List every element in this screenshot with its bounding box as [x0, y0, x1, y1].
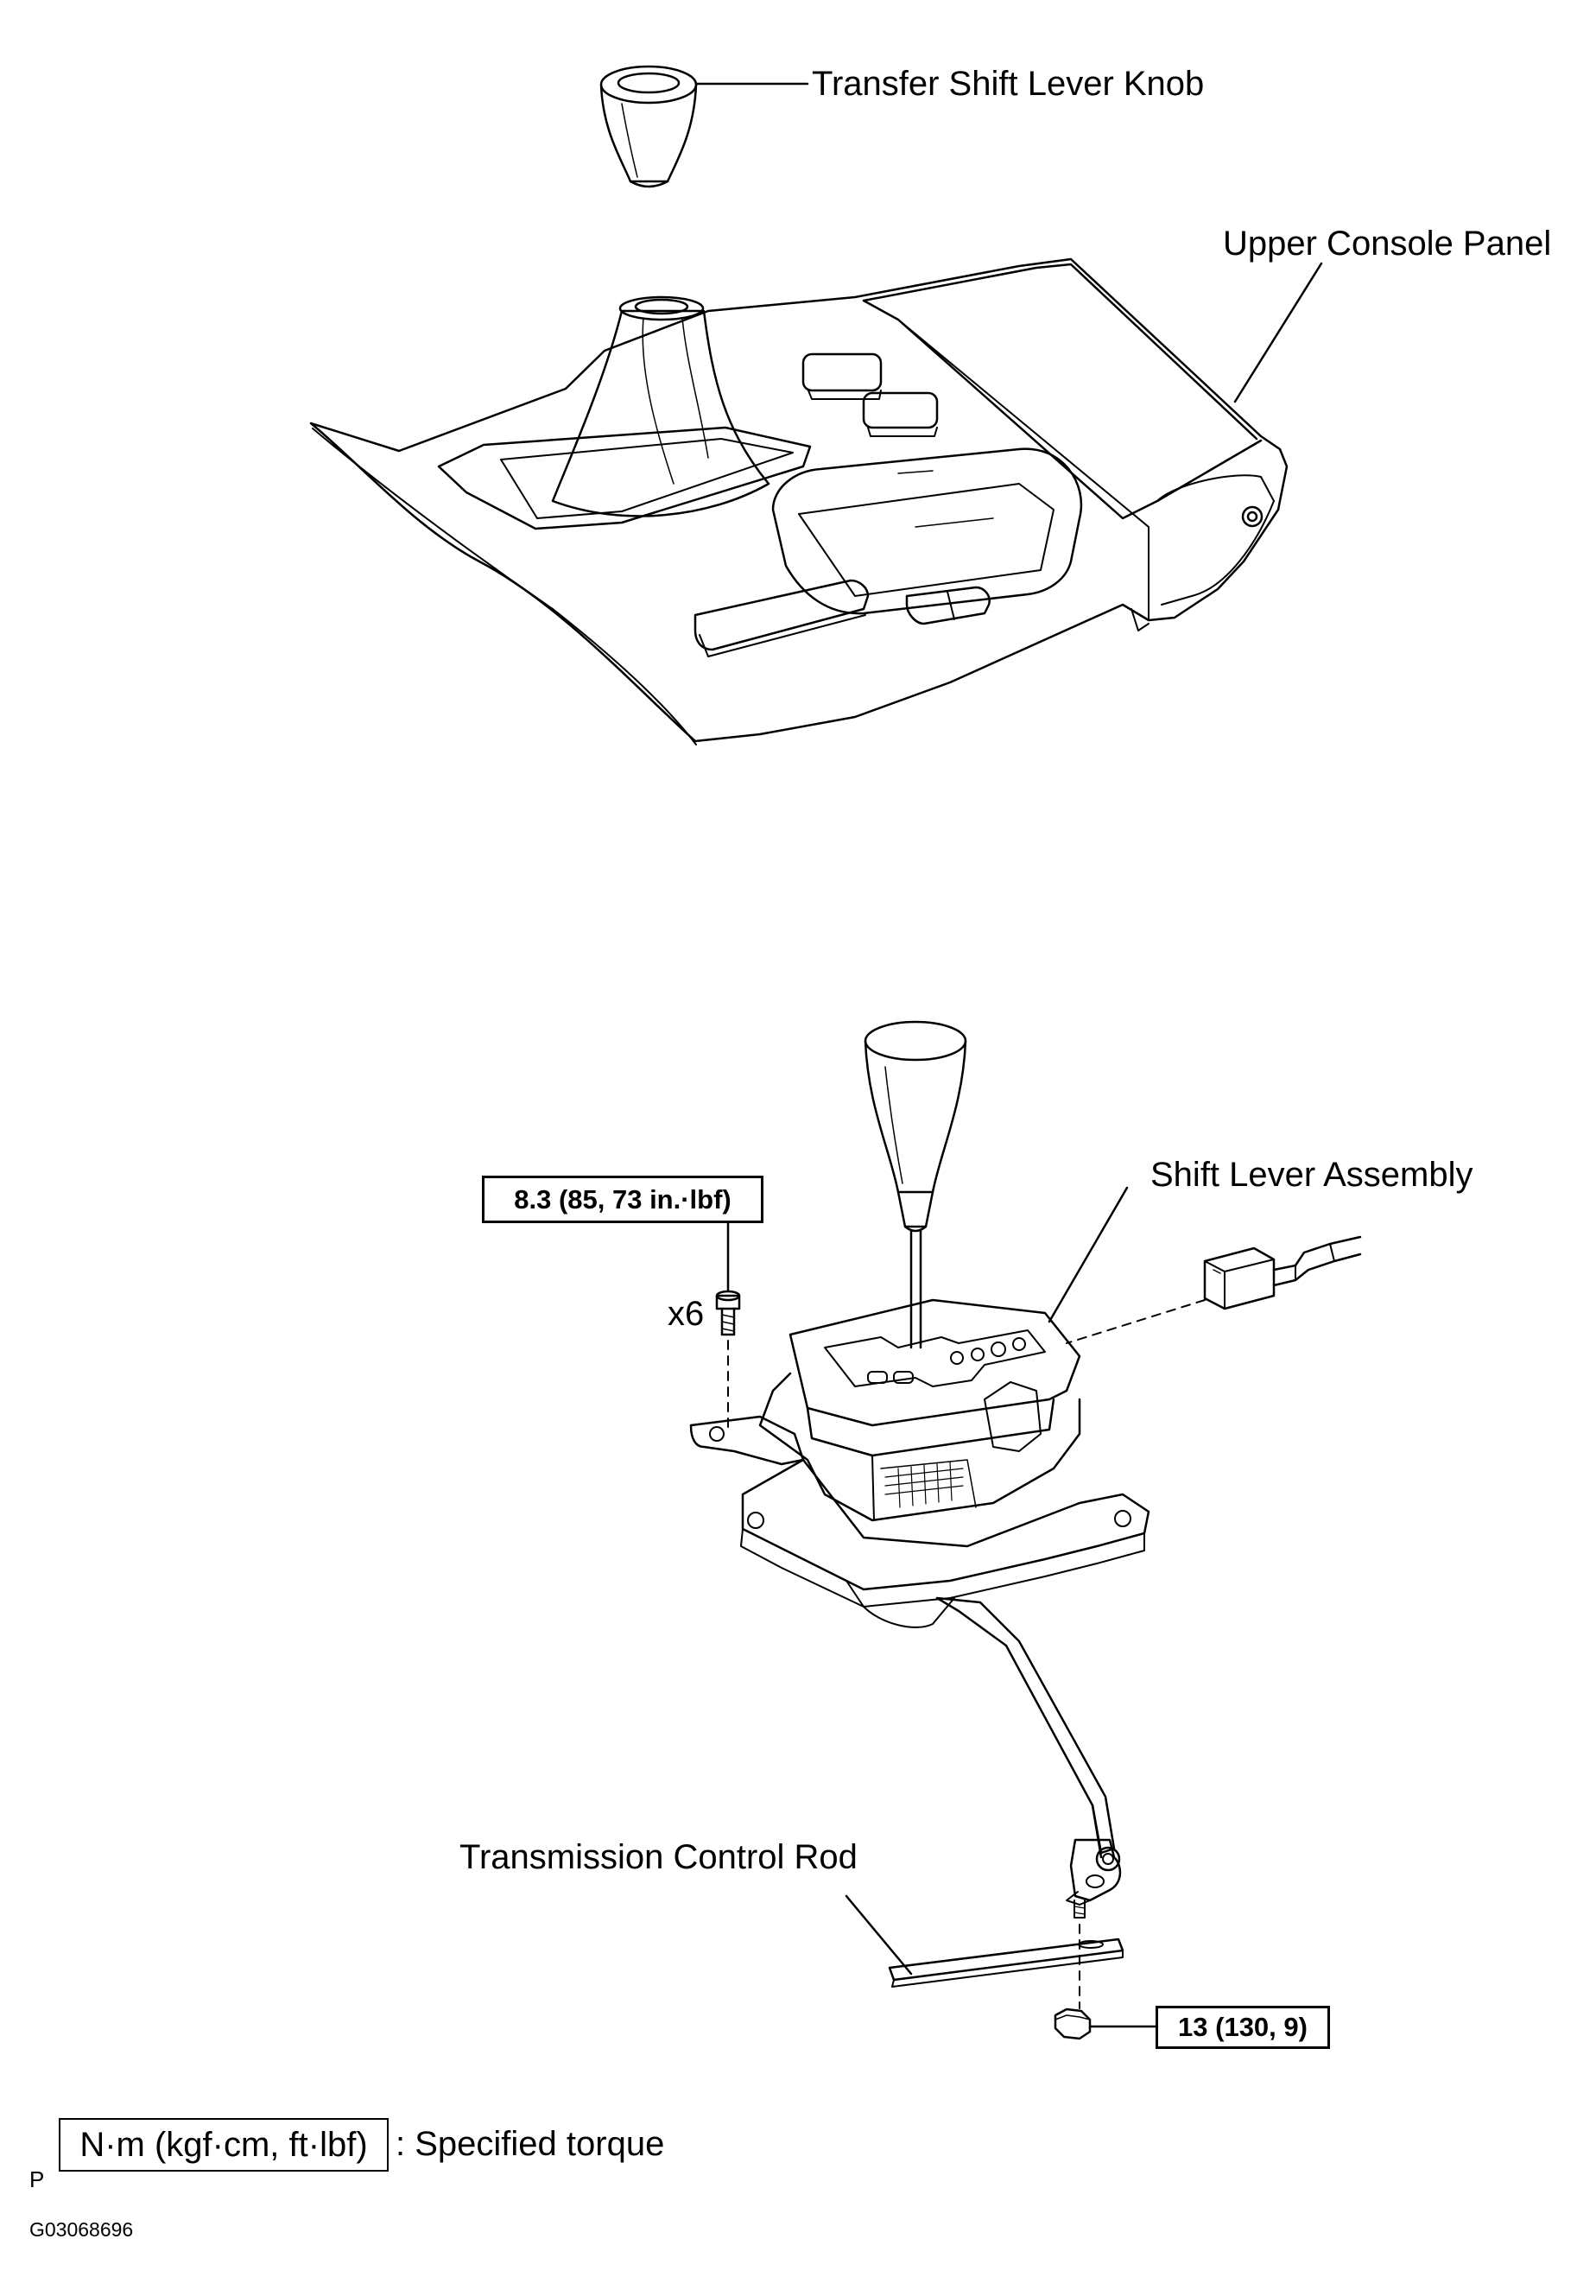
assembly-leader-line: [1048, 1186, 1129, 1323]
legend-units-box: N·m (kgf·cm, ft·lbf): [59, 2118, 389, 2172]
rod-leader-line: [845, 1894, 913, 1976]
bolt-count-label: x6: [668, 1295, 705, 1333]
nut-torque-spec: 13 (130, 9): [1156, 2006, 1330, 2049]
control-rod-label: Transmission Control Rod: [459, 1838, 858, 1876]
bolt-torque-spec: 8.3 (85, 73 in.·lbf): [482, 1176, 763, 1223]
harness-guide-dashed: [1066, 1299, 1206, 1344]
footer-mark: P: [29, 2166, 45, 2192]
figure-id: G03068696: [29, 2218, 134, 2241]
console-panel-drawing: [309, 257, 1289, 745]
console-label: Upper Console Panel: [1223, 225, 1552, 263]
legend-meaning: : Specified torque: [396, 2125, 665, 2163]
nut-drawing: [1054, 2007, 1092, 2040]
console-leader-line: [1233, 262, 1323, 403]
shift-assembly-label: Shift Lever Assembly: [1150, 1156, 1473, 1194]
knob-label: Transfer Shift Lever Knob: [812, 65, 1205, 103]
shift-lever-assembly-drawing: [689, 1020, 1150, 1919]
transfer-knob-drawing: [599, 65, 698, 188]
harness-drawing: [1203, 1235, 1362, 1310]
bolt-drawing: [715, 1290, 741, 1336]
control-rod-drawing: [888, 1938, 1124, 1988]
